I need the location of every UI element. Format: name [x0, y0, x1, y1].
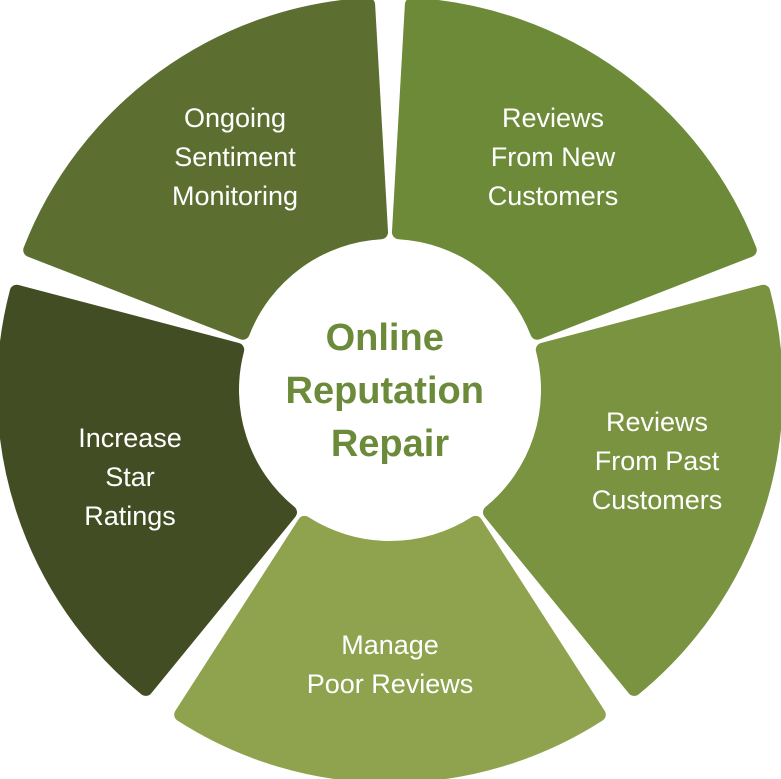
segment-label-line: Star — [105, 462, 155, 492]
segment-label-line: Increase — [78, 423, 182, 453]
center-hub — [247, 247, 533, 533]
center-title-line-3: Repair — [331, 423, 449, 465]
center-title-line-2: Reputation — [286, 370, 484, 412]
segment-label-line: Manage — [341, 630, 439, 660]
segment-label-line: Ratings — [84, 501, 176, 531]
segment-reviews-new-customers — [391, 0, 757, 340]
segment-label-line: Reviews — [502, 103, 604, 133]
segment-label-line: Monitoring — [172, 181, 298, 211]
segment-label-line: Customers — [488, 181, 619, 211]
segment-label-line: Reviews — [606, 407, 708, 437]
segment-label-line: From New — [491, 142, 616, 172]
segment-label-line: From Past — [595, 446, 720, 476]
segment-ongoing-sentiment-monitoring — [23, 0, 389, 340]
segment-reviews-past-customers — [482, 284, 781, 696]
segment-label-line: Ongoing — [184, 103, 286, 133]
center-title: Online Reputation Repair — [286, 317, 495, 465]
segment-label-line: Customers — [592, 485, 723, 515]
segment-label-line: Sentiment — [174, 142, 296, 172]
center-title-line-1: Online — [326, 317, 444, 359]
segment-label-line: Poor Reviews — [307, 669, 474, 699]
segment-increase-star-ratings — [0, 284, 298, 696]
segment-manage-poor-reviews — [174, 515, 606, 779]
